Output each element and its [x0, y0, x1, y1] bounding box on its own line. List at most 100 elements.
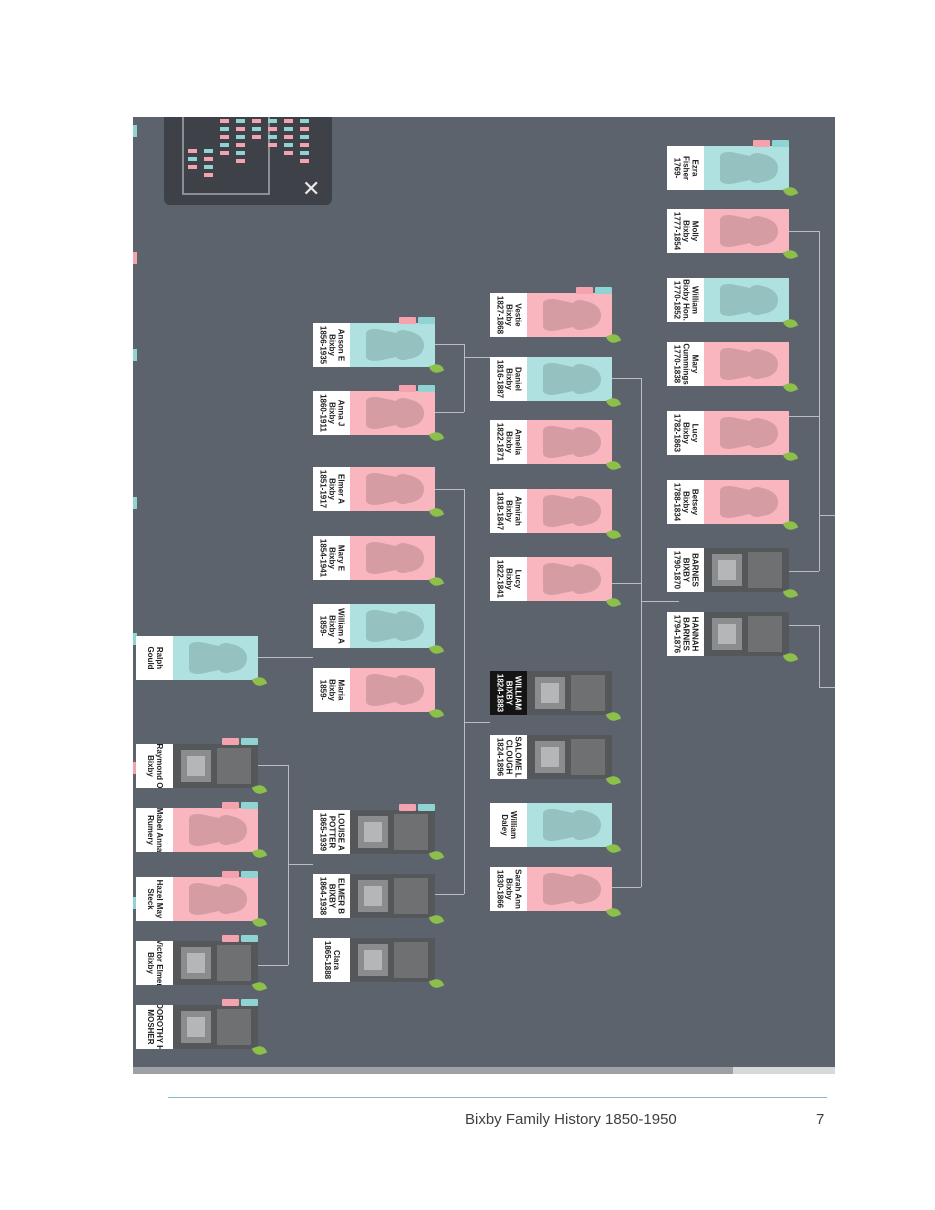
minimap-node	[220, 119, 229, 123]
person-card[interactable]: Lucy Bixby 1782-1863	[667, 411, 799, 463]
person-card[interactable]: WILLIAM BIXBY 1824-1883	[490, 671, 622, 723]
person-card[interactable]: Amelia Bixby 1822-1871	[490, 420, 622, 472]
person-silhouette-icon[interactable]	[527, 420, 612, 464]
child-tag-icon[interactable]	[772, 140, 789, 147]
person-silhouette-icon[interactable]	[527, 557, 612, 601]
person-silhouette-icon[interactable]	[350, 668, 435, 712]
child-tag-icon[interactable]	[595, 287, 612, 294]
parent-tag-icon[interactable]	[576, 287, 593, 294]
photo-thumbnail[interactable]	[350, 938, 435, 982]
photo-thumbnail[interactable]	[350, 874, 435, 918]
connector-line	[641, 601, 679, 602]
person-silhouette-icon[interactable]	[173, 636, 258, 680]
person-card[interactable]: Clara 1865-1888	[313, 938, 445, 990]
person-name-dates: Anson E Bixby 1856-1935	[318, 325, 345, 365]
parent-tag-icon[interactable]	[222, 935, 239, 942]
person-card[interactable]: Lucy Bixby 1822-1841	[490, 557, 622, 609]
person-card[interactable]: Mary Cummings 1770-1838	[667, 342, 799, 394]
person-silhouette-icon[interactable]	[704, 278, 789, 322]
child-tag-icon[interactable]	[241, 802, 258, 809]
person-silhouette-icon[interactable]	[527, 867, 612, 911]
photo-thumbnail[interactable]	[350, 810, 435, 854]
person-silhouette-icon[interactable]	[350, 323, 435, 367]
person-label: Sarah Ann Bixby 1830-1866	[490, 867, 527, 911]
person-card[interactable]: LOUISE A POTTER 1865-1939	[313, 804, 445, 862]
person-silhouette-icon[interactable]	[704, 411, 789, 455]
parent-tag-icon[interactable]	[222, 738, 239, 745]
scrollbar-thumb[interactable]	[133, 1067, 733, 1074]
person-card[interactable]: Hazel May Steck	[136, 871, 268, 929]
person-card[interactable]: Ralph Gould	[136, 636, 268, 688]
person-card[interactable]: Betsey Bixby 1788-1834	[667, 480, 799, 532]
person-card[interactable]: Ezra Fisher 1769-	[667, 140, 799, 198]
child-tag-icon[interactable]	[241, 935, 258, 942]
photo-thumbnail[interactable]	[527, 735, 612, 779]
child-tag-icon[interactable]	[418, 385, 435, 392]
person-silhouette-icon[interactable]	[350, 391, 435, 435]
person-card[interactable]: DOROTHY H MOSHER	[136, 999, 268, 1057]
person-card[interactable]: Victor Elmer Bixby	[136, 935, 268, 993]
person-silhouette-icon[interactable]	[350, 604, 435, 648]
person-card[interactable]: Anna J Bixby 1860-1911	[313, 385, 445, 443]
person-silhouette-icon[interactable]	[704, 146, 789, 190]
minimap-viewport-frame[interactable]	[182, 117, 270, 195]
person-card[interactable]: HANNAH BARNES 1794-1876	[667, 612, 799, 664]
close-icon[interactable]: ✕	[302, 177, 321, 202]
person-card[interactable]: Elmer A Bixby 1851-1917	[313, 467, 445, 519]
minimap-node	[268, 143, 277, 147]
minimap-node	[220, 151, 229, 155]
person-card[interactable]: Mabel Anna Rumery	[136, 802, 268, 860]
person-silhouette-icon	[366, 610, 424, 642]
person-card[interactable]: Molly Bixby 1777-1854	[667, 209, 799, 261]
person-card[interactable]: Vestie Bixby 1827-1868	[490, 287, 622, 345]
person-silhouette-icon[interactable]	[527, 489, 612, 533]
person-silhouette-icon[interactable]	[173, 808, 258, 852]
person-silhouette-icon[interactable]	[350, 467, 435, 511]
parent-tag-icon[interactable]	[753, 140, 770, 147]
person-card[interactable]: Raymond O Bixby	[136, 738, 268, 796]
person-card[interactable]: William Daley	[490, 803, 622, 855]
person-card[interactable]: Maria Bixby 1859-	[313, 668, 445, 720]
person-card[interactable]: Mary E Bixby 1854-1941	[313, 536, 445, 588]
parent-tag-icon[interactable]	[399, 804, 416, 811]
parent-tag-icon[interactable]	[399, 317, 416, 324]
person-silhouette-icon[interactable]	[173, 877, 258, 921]
person-card[interactable]: Anson E Bixby 1856-1935	[313, 317, 445, 375]
person-silhouette-icon[interactable]	[527, 293, 612, 337]
minimap-node	[300, 135, 309, 139]
child-tag-icon[interactable]	[241, 871, 258, 878]
person-card[interactable]: Sarah Ann Bixby 1830-1866	[490, 867, 622, 919]
family-tree-canvas[interactable]: ✕ Ezra Fisher 1769- Molly Bixby 1777-1854…	[133, 117, 835, 1067]
person-card[interactable]: ELMER B BIXBY 1864-1938	[313, 874, 445, 926]
child-tag-icon[interactable]	[418, 804, 435, 811]
person-label: Elmer A Bixby 1851-1917	[313, 467, 350, 511]
photo-thumbnail[interactable]	[527, 671, 612, 715]
person-card[interactable]: BARNES BIXBY 1790-1870	[667, 548, 799, 600]
photo-thumbnail[interactable]	[173, 1005, 258, 1049]
person-silhouette-icon[interactable]	[350, 536, 435, 580]
parent-tag-icon[interactable]	[222, 871, 239, 878]
photo-thumbnail[interactable]	[173, 744, 258, 788]
person-silhouette-icon[interactable]	[704, 342, 789, 386]
person-card[interactable]: Almirah Bixby 1818-1847	[490, 489, 622, 541]
horizontal-scrollbar[interactable]	[133, 1067, 835, 1074]
photo-thumbnail[interactable]	[173, 941, 258, 985]
child-tag-icon[interactable]	[418, 317, 435, 324]
tree-minimap[interactable]: ✕	[164, 117, 332, 205]
photo-thumbnail[interactable]	[704, 612, 789, 656]
child-tag-icon[interactable]	[241, 999, 258, 1006]
person-silhouette-icon[interactable]	[704, 480, 789, 524]
person-card[interactable]: William A Bixby 1859-	[313, 604, 445, 656]
parent-tag-icon[interactable]	[222, 802, 239, 809]
parent-tag-icon[interactable]	[399, 385, 416, 392]
person-silhouette-icon[interactable]	[527, 803, 612, 847]
photo-thumbnail[interactable]	[704, 548, 789, 592]
person-silhouette-icon[interactable]	[527, 357, 612, 401]
person-name-dates: Amelia Bixby 1822-1871	[495, 422, 522, 462]
child-tag-icon[interactable]	[241, 738, 258, 745]
person-card[interactable]: William Bixby Hon. 1770-1852	[667, 278, 799, 330]
person-card[interactable]: SALOME L CLOUGH 1824-1896	[490, 735, 622, 787]
parent-tag-icon[interactable]	[222, 999, 239, 1006]
person-card[interactable]: Daniel Bixby 1816-1887	[490, 357, 622, 409]
person-silhouette-icon[interactable]	[704, 209, 789, 253]
